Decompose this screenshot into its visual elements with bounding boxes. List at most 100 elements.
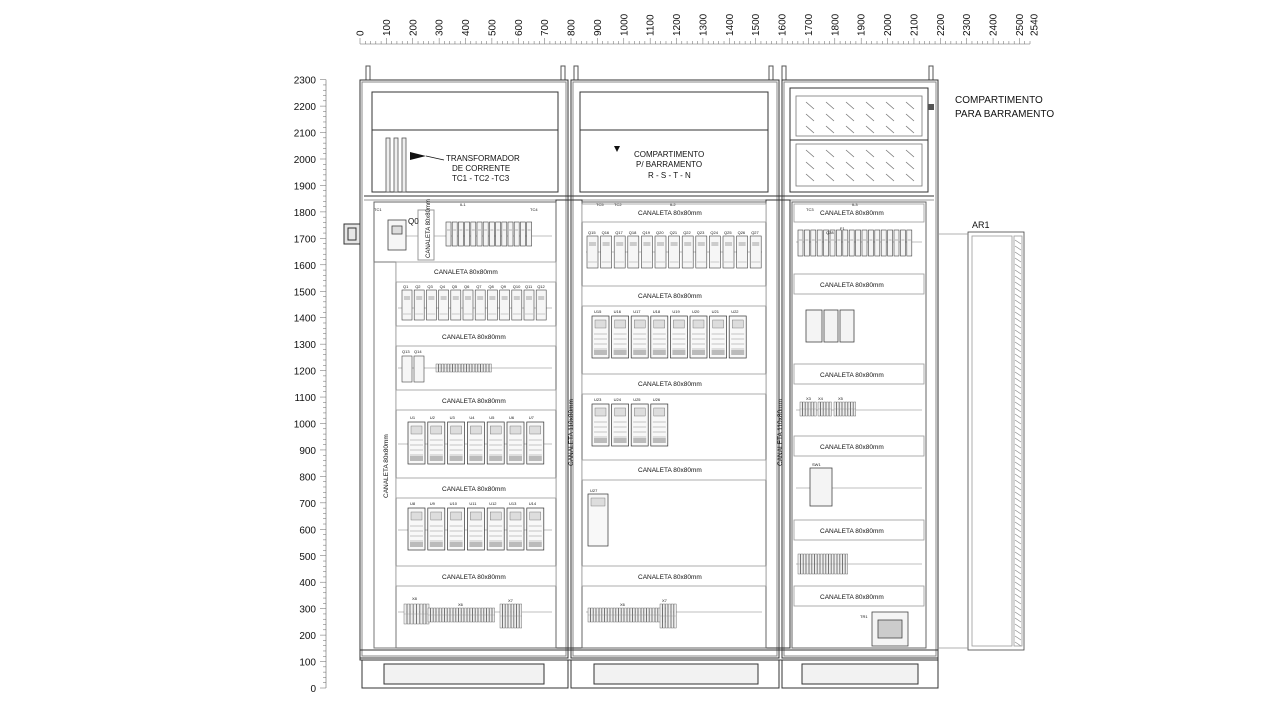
breaker-module: [722, 235, 735, 269]
tag-tc5: TC5: [596, 202, 604, 207]
top-ruler-label: 1300: [698, 13, 709, 36]
terminal-module: [495, 221, 501, 247]
breaker-tag: Q22: [683, 230, 691, 235]
left-ruler-label: 1600: [294, 261, 317, 272]
top-ruler-label: 500: [487, 19, 498, 36]
canaleta-vertical-label-mid: CANALETA 110x80mm: [568, 399, 575, 466]
canaleta-label: CANALETA 80x80mm: [820, 594, 884, 601]
drive-tag: U4: [469, 415, 475, 420]
terminal-module: [810, 229, 817, 257]
drive-tag: U14: [529, 501, 537, 506]
breaker-tag: Q5: [452, 284, 458, 289]
left-ruler-label: 1800: [294, 208, 317, 219]
breaker-module: [600, 235, 612, 269]
tag-il1: IL1: [460, 202, 466, 207]
drive-tag: U2: [430, 415, 436, 420]
callout-transformer-line1: TRANSFORMADOR: [446, 154, 520, 163]
breaker-module: [487, 289, 498, 321]
left-ruler-label: 1700: [294, 234, 317, 245]
top-ruler-label: 2300: [962, 13, 973, 36]
top-ruler-label: 900: [593, 19, 604, 36]
top-ruler-label: 800: [567, 19, 578, 36]
terminal-module: [880, 229, 887, 257]
arrow-icon: [410, 152, 426, 160]
top-ruler-label: 1000: [619, 13, 630, 36]
drive-tag: U25: [633, 397, 641, 402]
tag-x4: X4: [818, 396, 824, 401]
top-ruler-label: 1600: [778, 13, 789, 36]
terminal-module: [823, 229, 829, 257]
breaker-module: [641, 235, 653, 269]
left-ruler-label: 1000: [294, 420, 317, 431]
breaker-tag: Q1: [403, 284, 409, 289]
left-ruler-label: 700: [299, 499, 316, 510]
top-terminal-devices: [445, 221, 913, 257]
terminal-module: [855, 229, 861, 257]
label-ar1: AR1: [972, 220, 990, 230]
breaker-tag: Q17: [615, 230, 623, 235]
breaker-tag: Q8: [488, 284, 494, 289]
breaker-tag: Q10: [513, 284, 521, 289]
breaker-module: [474, 289, 486, 321]
switch-sw1: [809, 467, 833, 507]
left-ruler-label: 500: [299, 552, 316, 563]
drive-tag: U11: [469, 501, 477, 506]
marker-square-icon: [928, 104, 934, 110]
top-ruler-label: 1400: [725, 13, 736, 36]
breaker-tag: Q16: [602, 230, 610, 235]
terminal-blocks: [403, 363, 856, 629]
callout-transformer-line2: DE CORRENTE: [452, 164, 510, 173]
top-ruler-label: 2400: [989, 13, 1000, 36]
canaleta-label: CANALETA 80x80mm: [442, 486, 506, 493]
drive-tag: U19: [672, 309, 680, 314]
drive-rows: [407, 315, 747, 551]
terminal-module: [451, 221, 458, 247]
left-ruler-label: 2200: [294, 102, 317, 113]
breaker-rows: [401, 235, 762, 383]
left-ruler-label: 2000: [294, 155, 317, 166]
panel-frame: [343, 65, 939, 689]
breaker-tag: Q11: [525, 284, 533, 289]
drive-tag: U6: [509, 415, 515, 420]
tag-q14: Q14: [414, 349, 422, 354]
top-ruler-label: 1200: [672, 13, 683, 36]
tag-il3: IL3: [852, 202, 858, 207]
drive-tag: U15: [594, 309, 602, 314]
terminal-module: [507, 221, 514, 247]
breaker-module: [749, 235, 762, 269]
tag-x6-left: X6: [458, 602, 464, 607]
canaleta-label: CANALETA 80x80mm: [820, 528, 884, 535]
terminal-module: [464, 221, 470, 247]
air-conditioner-ar1: [938, 231, 1025, 651]
callout-busbar-mid-line1: COMPARTIMENTO: [634, 150, 704, 159]
breaker-tag: Q7: [476, 284, 482, 289]
canaleta-label: CANALETA 80x80mm: [638, 574, 702, 581]
callout-busbar-mid-line2: P/ BARRAMENTO: [636, 160, 702, 169]
callout-busbar-right-line1: COMPARTIMENTO: [955, 95, 1043, 106]
breaker-module: [613, 235, 626, 269]
tag-tr1: TR1: [860, 614, 868, 619]
ar1-grill: [1014, 239, 1022, 647]
drive-tag: U5: [489, 415, 495, 420]
tag-f1: F1: [840, 226, 845, 231]
canaleta-labels: CANALETA 80x80mm CANALETA 80x80mm CANALE…: [434, 210, 884, 601]
canaleta-label: CANALETA 80x80mm: [638, 467, 702, 474]
main-breaker-q0: [387, 219, 407, 251]
breaker-tag: Q6: [464, 284, 470, 289]
breaker-tag: Q3: [427, 284, 433, 289]
current-transformer-bars: [385, 137, 407, 193]
drive-tag: U18: [653, 309, 661, 314]
callout-busbar-right-line2: PARA BARRAMENTO: [955, 109, 1054, 120]
breaker-module: [401, 289, 413, 321]
canaleta-small-vertical: [417, 209, 435, 261]
breaker-module: [695, 235, 708, 269]
drive-tag: U21: [712, 309, 720, 314]
top-ruler-label: 700: [540, 19, 551, 36]
canaleta-label: CANALETA 80x80mm: [820, 210, 884, 217]
breaker-module: [736, 235, 748, 269]
terminal-module: [804, 229, 810, 257]
canaleta-label: CANALETA 80x80mm: [820, 282, 884, 289]
left-ruler: 2300220021002000190018001700160015001400…: [294, 76, 327, 695]
